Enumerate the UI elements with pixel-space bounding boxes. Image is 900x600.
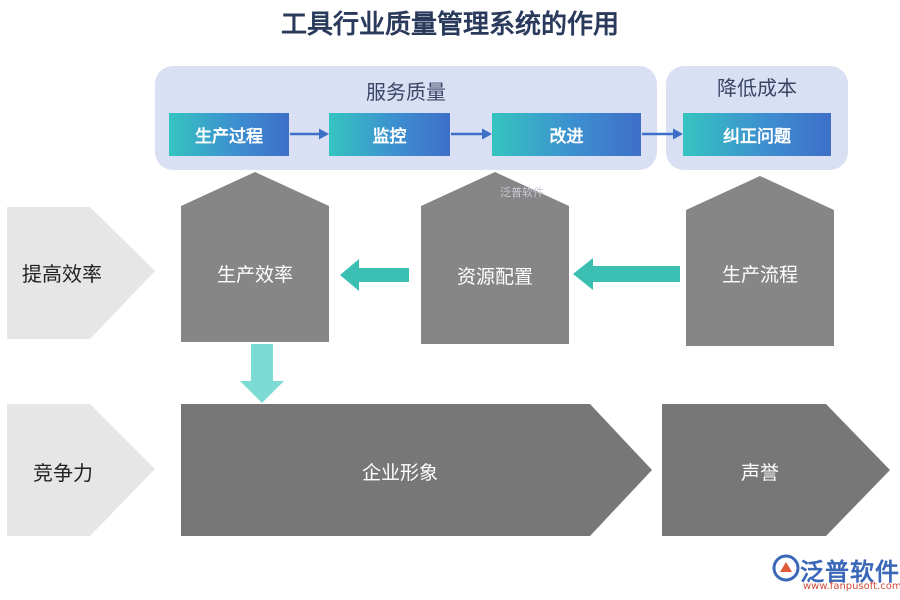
service-quality-title: 服务质量 bbox=[366, 80, 446, 104]
brand-url: www.fanpusoft.com bbox=[803, 581, 900, 592]
step-arrow-2 bbox=[451, 128, 492, 140]
label-reputation: 声誉 bbox=[740, 462, 779, 484]
efficiency-chevron bbox=[7, 207, 155, 339]
step-monitoring: 监控 bbox=[329, 113, 450, 156]
label-corporate-image: 企业形象 bbox=[361, 462, 438, 484]
corporate-image-arrow bbox=[181, 404, 652, 536]
house-label-resource-allocation: 资源配置 bbox=[456, 266, 533, 288]
house-label-production-efficiency: 生产效率 bbox=[216, 264, 293, 286]
step-arrow-1 bbox=[290, 128, 329, 140]
house-production-efficiency bbox=[181, 172, 329, 342]
side-label-competitiveness: 竞争力 bbox=[33, 461, 93, 485]
step-correct-problems: 纠正问题 bbox=[683, 113, 831, 156]
brand-logo-icon bbox=[772, 554, 800, 582]
step-production-process: 生产过程 bbox=[169, 113, 289, 156]
teal-arrow-left-2 bbox=[573, 258, 680, 290]
down-arrow bbox=[240, 344, 284, 403]
brand-name: 泛普软件 bbox=[800, 558, 900, 586]
page-title: 工具行业质量管理系统的作用 bbox=[280, 10, 619, 40]
watermark-text: 泛普软件 bbox=[500, 186, 544, 199]
side-label-efficiency: 提高效率 bbox=[22, 262, 102, 286]
house-resource-allocation bbox=[421, 172, 569, 344]
house-label-production-flow: 生产流程 bbox=[721, 264, 798, 286]
competitiveness-chevron bbox=[7, 404, 155, 536]
step-arrow-3 bbox=[642, 128, 683, 140]
step-improvement: 改进 bbox=[492, 113, 641, 156]
teal-arrow-left-1 bbox=[340, 259, 409, 291]
house-production-flow bbox=[686, 176, 834, 346]
cost-reduction-title: 降低成本 bbox=[717, 76, 797, 100]
reputation-arrow bbox=[662, 404, 890, 536]
